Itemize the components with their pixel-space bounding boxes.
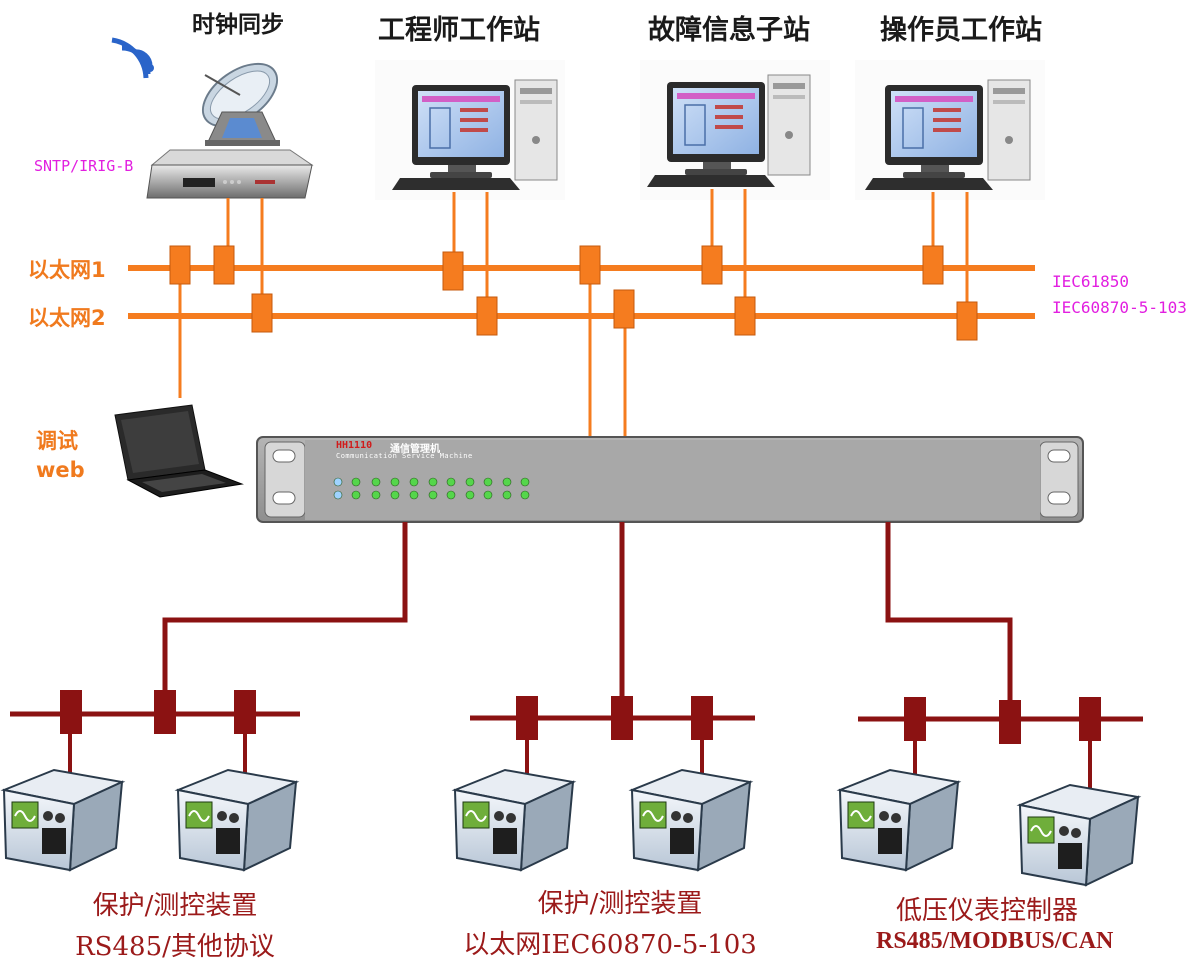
satellite-dish-icon bbox=[201, 62, 280, 146]
status-led bbox=[351, 477, 361, 487]
fieldbus-links bbox=[162, 522, 1013, 700]
group-3-line2: RS485/MODBUS/CAN bbox=[876, 928, 1114, 954]
tap bbox=[956, 301, 978, 341]
tap bbox=[734, 296, 756, 336]
status-led bbox=[371, 477, 381, 487]
tap bbox=[516, 696, 538, 740]
tap bbox=[234, 690, 256, 734]
tap bbox=[691, 696, 713, 740]
engineer-title: 工程师工作站 bbox=[378, 15, 540, 46]
group-3-line1: 低压仪表控制器 bbox=[895, 896, 1078, 926]
status-led bbox=[520, 477, 530, 487]
tap bbox=[213, 245, 235, 285]
fieldbus-taps bbox=[60, 690, 1101, 744]
protection-device-icon bbox=[0, 768, 126, 872]
operator-workstation bbox=[855, 60, 1045, 200]
protection-device-icon bbox=[174, 768, 300, 872]
tap bbox=[611, 696, 633, 740]
status-led bbox=[333, 490, 343, 500]
group-1-line1: 保护/测控装置 bbox=[92, 891, 258, 921]
clock-sync-title: 时钟同步 bbox=[192, 12, 284, 38]
communication-service-machine bbox=[256, 436, 1084, 523]
status-led bbox=[390, 490, 400, 500]
tap bbox=[579, 245, 601, 285]
status-led bbox=[483, 477, 493, 487]
tap bbox=[1079, 697, 1101, 741]
status-led bbox=[371, 490, 381, 500]
group-1-line2: RS485/其他协议 bbox=[75, 932, 275, 962]
sntp-clock-device bbox=[146, 149, 314, 199]
machine-model: HH1110 bbox=[336, 440, 373, 451]
debug-label: 调试 bbox=[36, 429, 78, 453]
status-led bbox=[483, 490, 493, 500]
ethernet-drop-lines bbox=[178, 189, 969, 437]
tap bbox=[60, 690, 82, 734]
status-led bbox=[502, 490, 512, 500]
engineer-workstation bbox=[375, 60, 565, 200]
machine-name-en: Communication Service Machine bbox=[336, 452, 473, 460]
protection-device-icon bbox=[1016, 783, 1142, 887]
tap bbox=[476, 296, 498, 336]
status-led bbox=[446, 490, 456, 500]
group-2-line2: 以太网IEC60870-5-103 bbox=[463, 930, 757, 960]
tap bbox=[904, 697, 926, 741]
status-led bbox=[351, 490, 361, 500]
status-leds bbox=[333, 477, 530, 500]
tap bbox=[169, 245, 191, 285]
tap bbox=[922, 245, 944, 285]
tap bbox=[613, 289, 635, 329]
status-led bbox=[409, 477, 419, 487]
debug-laptop bbox=[114, 404, 244, 498]
status-led bbox=[428, 477, 438, 487]
protection-device-icon bbox=[451, 768, 577, 872]
machine-name-cn: 通信管理机 bbox=[390, 444, 440, 455]
protocol-iec61850: IEC61850 bbox=[1052, 272, 1130, 291]
web-label: web bbox=[36, 458, 85, 482]
tap bbox=[251, 293, 273, 333]
status-led bbox=[409, 490, 419, 500]
status-led bbox=[428, 490, 438, 500]
ethernet-taps bbox=[169, 245, 978, 341]
status-led bbox=[446, 477, 456, 487]
protection-device-icon bbox=[628, 768, 754, 872]
fault-info-substation bbox=[640, 60, 830, 200]
status-led bbox=[465, 490, 475, 500]
group-2-line1: 保护/测控装置 bbox=[537, 889, 703, 919]
status-led bbox=[390, 477, 400, 487]
wifi-icon bbox=[111, 37, 154, 79]
tap bbox=[154, 690, 176, 734]
tap bbox=[442, 251, 464, 291]
tap bbox=[701, 245, 723, 285]
ethernet-1-label: 以太网1 bbox=[28, 258, 106, 282]
protocol-iec60870: IEC60870-5-103 bbox=[1052, 298, 1187, 317]
status-led bbox=[333, 477, 343, 487]
fault-title: 故障信息子站 bbox=[648, 15, 810, 46]
sntp-label: SNTP/IRIG-B bbox=[34, 157, 134, 175]
operator-title: 操作员工作站 bbox=[880, 15, 1042, 46]
protection-device-icon bbox=[836, 768, 962, 872]
tap bbox=[999, 700, 1021, 744]
field-devices bbox=[0, 768, 1142, 887]
ethernet-2-label: 以太网2 bbox=[28, 306, 106, 330]
status-led bbox=[502, 477, 512, 487]
status-led bbox=[465, 477, 475, 487]
status-led bbox=[520, 490, 530, 500]
